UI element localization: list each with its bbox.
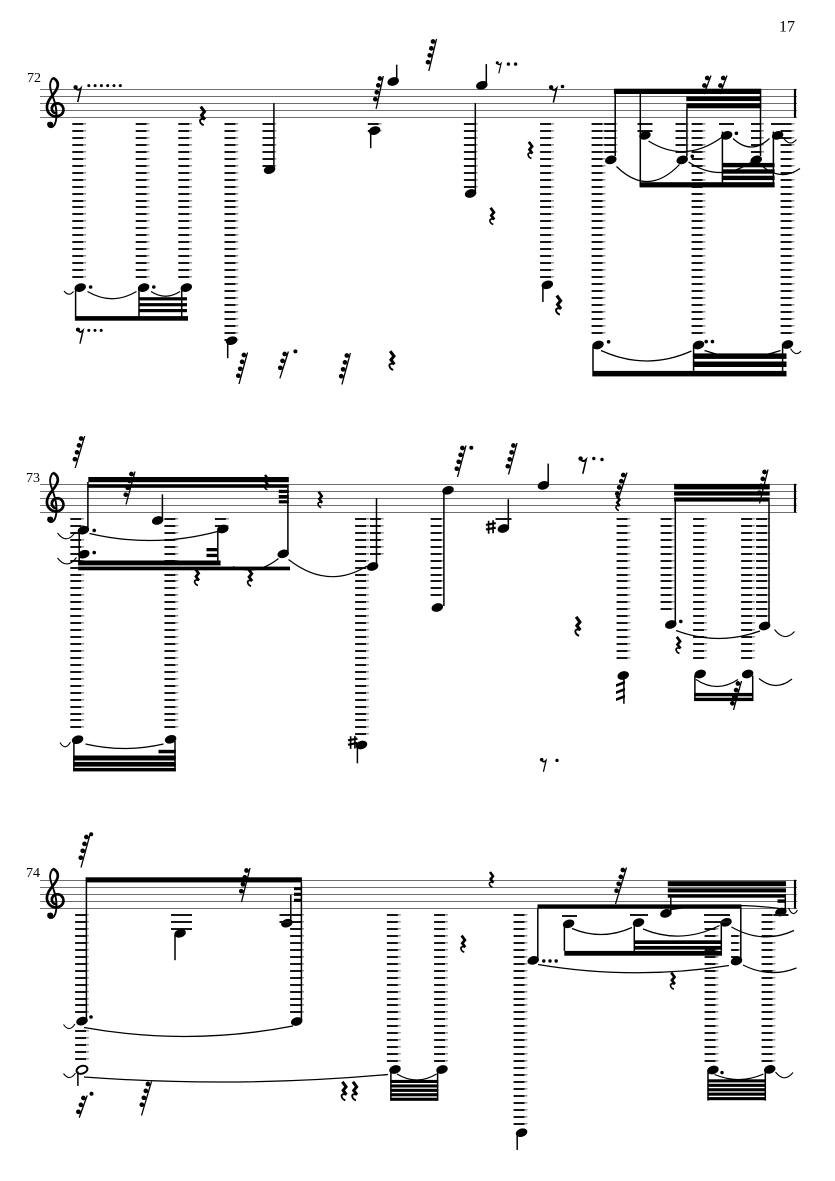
svg-text:72: 72 (27, 71, 41, 86)
svg-text:17: 17 (779, 19, 795, 36)
svg-text:74: 74 (26, 866, 40, 881)
svg-text:73: 73 (26, 471, 40, 486)
